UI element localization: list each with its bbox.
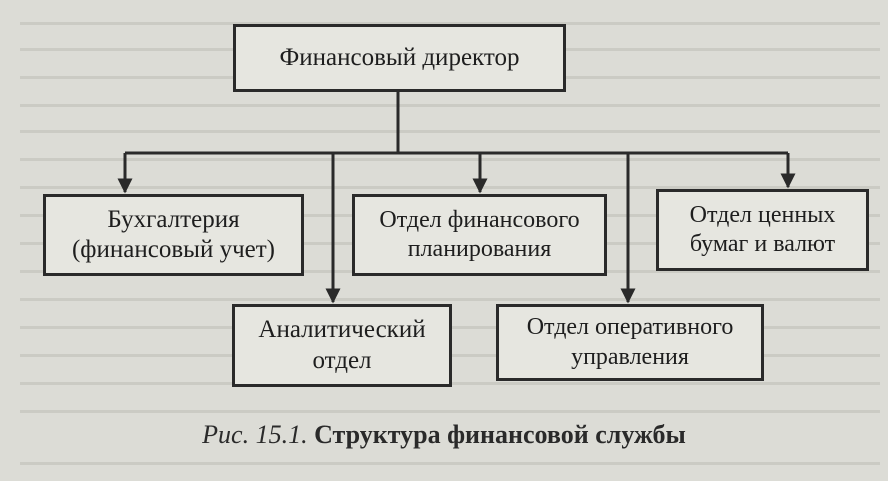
- box-planning: Отдел финансового планирования: [352, 194, 607, 276]
- box-accounting-label: Бухгалтерия (финансовый учет): [71, 205, 275, 264]
- figure-number: Рис. 15.1.: [202, 420, 308, 449]
- box-securities: Отдел ценных бумаг и валют: [656, 189, 869, 271]
- box-operations-label: Отдел оперативного управления: [526, 314, 734, 370]
- figure-caption: Рис. 15.1. Структура финансовой службы: [0, 420, 888, 450]
- box-analytics: Аналитический отдел: [232, 304, 452, 387]
- box-operations: Отдел оперативного управления: [496, 304, 764, 381]
- box-financial-director: Финансовый директор: [233, 24, 566, 92]
- box-securities-label: Отдел ценных бумаг и валют: [689, 201, 836, 257]
- box-financial-director-label: Финансовый директор: [279, 43, 520, 71]
- box-analytics-label: Аналитический отдел: [258, 316, 426, 374]
- figure-title: Структура финансовой службы: [314, 420, 686, 449]
- box-planning-label: Отдел финансового планирования: [379, 206, 580, 262]
- box-accounting: Бухгалтерия (финансовый учет): [43, 194, 304, 276]
